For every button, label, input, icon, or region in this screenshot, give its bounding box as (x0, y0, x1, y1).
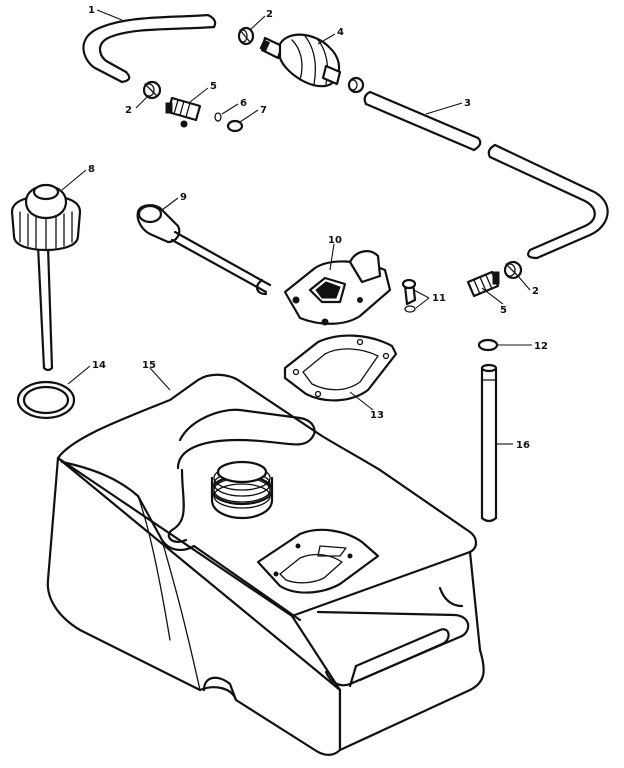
part-13-gasket (283, 334, 398, 402)
part-2-clamp-left (142, 80, 162, 100)
callout-15: 15 (142, 360, 156, 371)
callout-16: 16 (516, 440, 530, 451)
part-14-cap-gasket (16, 380, 76, 420)
part-12-washer (477, 338, 499, 352)
part-16-outlet-tube (480, 363, 498, 523)
callout-5-top: 5 (210, 81, 217, 92)
callout-11: 11 (432, 293, 446, 304)
callout-14: 14 (92, 360, 106, 371)
callout-3: 3 (464, 98, 471, 109)
part-15-fuel-tank (46, 373, 485, 756)
callout-6: 6 (240, 98, 247, 109)
part-11-screw (401, 278, 417, 313)
part-8-filler-cap (10, 183, 82, 372)
callout-1: 1 (88, 5, 95, 16)
callout-2-left: 2 (125, 105, 132, 116)
callout-13: 13 (370, 410, 384, 421)
callout-5-right: 5 (500, 305, 507, 316)
part-10-gauge-assembly (283, 250, 392, 326)
callout-2-top: 2 (266, 9, 273, 20)
leader-lines (61, 9, 532, 445)
callout-8: 8 (88, 164, 95, 175)
callout-9: 9 (180, 192, 187, 203)
callout-10: 10 (328, 235, 342, 246)
callout-2-right: 2 (532, 286, 539, 297)
callout-labels: 1 2 4 2 5 6 7 3 8 9 10 11 2 5 12 13 14 1… (88, 5, 548, 451)
part-5-connector-right (466, 270, 500, 298)
part-5-connector-left (165, 96, 202, 128)
part-2-clamp-right (503, 260, 523, 280)
callout-7: 7 (260, 105, 267, 116)
part-2-clamp-top (237, 26, 255, 46)
part-7-retaining-ring (226, 119, 244, 133)
part-4-primer-bulb (259, 33, 365, 94)
callout-4: 4 (337, 27, 344, 38)
part-9-pickup-tube (136, 204, 272, 296)
callout-12: 12 (534, 341, 548, 352)
part-3-fuel-hose (363, 90, 609, 260)
part-6-o-ring (214, 112, 222, 122)
part-1-fuel-hose (82, 13, 217, 84)
